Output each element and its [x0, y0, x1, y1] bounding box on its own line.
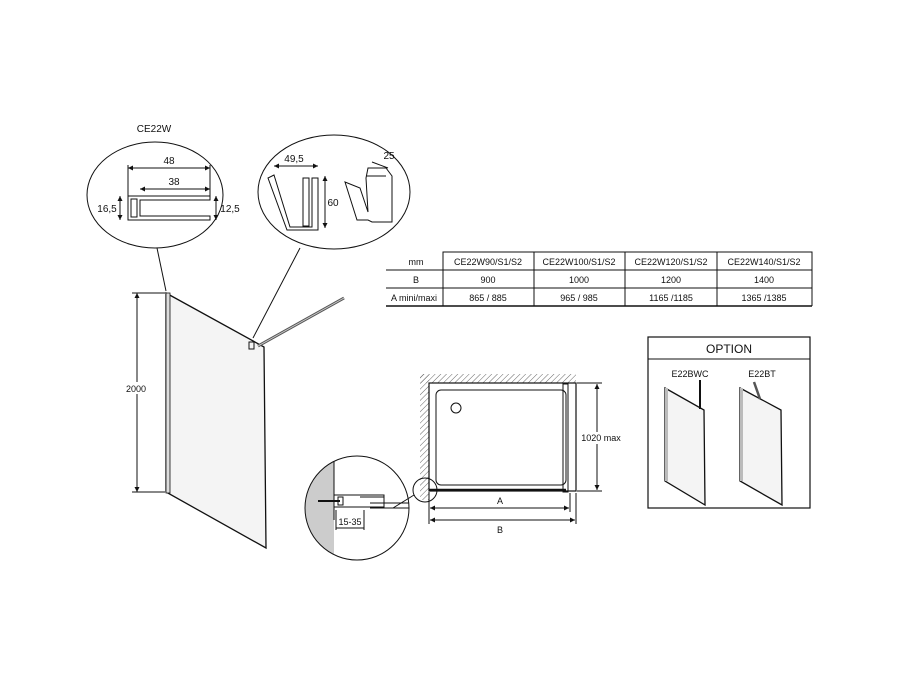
table-header: CE22W90/S1/S2 [454, 257, 522, 267]
glass-panel: 2000 [123, 291, 345, 550]
dim-49-5: 49,5 [284, 154, 304, 165]
table-cell: 865 / 885 [469, 293, 507, 303]
dim-25: 25 [383, 151, 395, 162]
table-cell: 1000 [569, 275, 589, 285]
option-box: OPTION E22BWC E22BT [647, 336, 811, 509]
table-header: CE22W120/S1/S2 [634, 257, 707, 267]
table-cell: B [413, 275, 419, 285]
table-cell: 1165 /1185 [649, 293, 693, 303]
profile-detail: 48 38 16,5 12,5 [86, 141, 240, 249]
table-header: CE22W140/S1/S2 [727, 257, 800, 267]
table-cell: 900 [480, 275, 495, 285]
dim-b-label: B [497, 525, 503, 535]
dim-height: 2000 [126, 384, 146, 394]
wall-gap-label: 15-35 [338, 517, 361, 527]
dim-38: 38 [168, 177, 180, 188]
dim-a-label: A [497, 496, 503, 506]
dim-16-5: 16,5 [97, 204, 117, 215]
table-cell: 1365 /1385 [741, 293, 786, 303]
table-cell: 1400 [754, 275, 774, 285]
leader-line [252, 247, 301, 339]
clip-detail: 49,5 60 25 [257, 134, 411, 250]
depth-label: 1020 max [581, 433, 621, 443]
dim-60: 60 [327, 198, 339, 209]
wall-fixing-detail: 15-35 [304, 455, 410, 561]
option-title: OPTION [706, 342, 752, 356]
table-cell: A mini/maxi [391, 293, 437, 303]
table-header: mm [409, 257, 424, 267]
option-item-e22bwc: E22BWC [671, 369, 709, 379]
table-header: CE22W100/S1/S2 [542, 257, 615, 267]
dim-48: 48 [163, 156, 175, 167]
dim-12-5: 12,5 [220, 204, 240, 215]
table-cell: 965 / 985 [560, 293, 598, 303]
plan-view: 1020 max A B [392, 374, 621, 535]
model-label: CE22W [137, 124, 172, 135]
table-cell: 1200 [661, 275, 681, 285]
dimensions-table: mm CE22W90/S1/S2 CE22W100/S1/S2 CE22W120… [386, 251, 813, 307]
option-item-e22bt: E22BT [748, 369, 776, 379]
leader-line [156, 247, 167, 292]
